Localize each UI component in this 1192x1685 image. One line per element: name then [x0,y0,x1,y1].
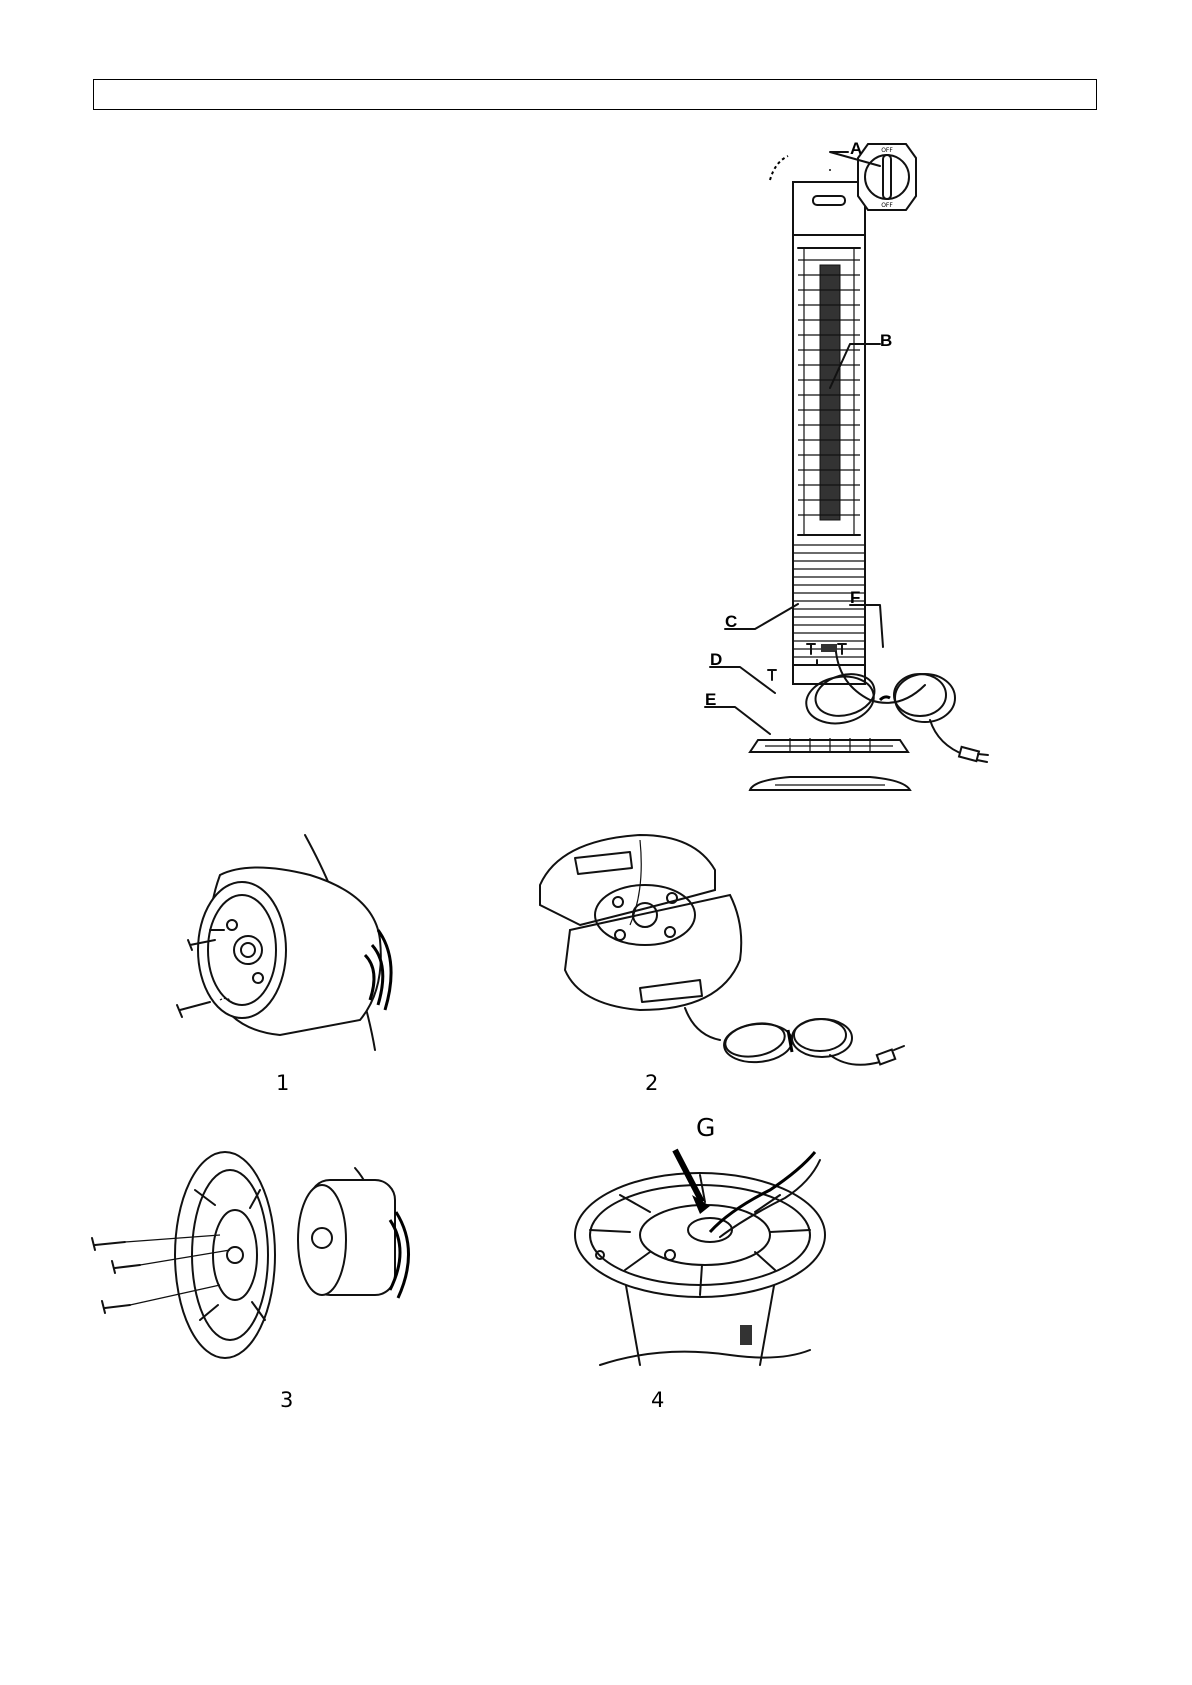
label-b: B [880,331,892,350]
step-1-number: 1 [276,1073,289,1094]
step-1-drawing [160,830,420,1060]
tower-heater-figure: OFF OFF [680,140,1020,805]
step-3-number: 3 [280,1390,293,1411]
label-a: A [850,140,862,158]
step-2-drawing [530,830,930,1080]
header-box [93,79,1097,110]
step-1-figure [160,830,420,1060]
callout-g: G [696,1115,715,1140]
step-4-number: 4 [651,1390,664,1411]
base-bottom-e [750,777,910,790]
leader-e [705,707,770,734]
label-c: C [725,612,737,631]
step-3-figure [90,1150,440,1370]
step-2-figure [530,830,930,1080]
step-4-drawing [570,1140,840,1380]
step-4-figure [570,1140,840,1380]
tower-heater-drawing: OFF OFF [680,140,1020,805]
label-f: F [850,588,860,607]
leader-d [710,667,775,693]
dial-top-text: OFF [881,147,893,154]
step-3-drawing [90,1150,440,1370]
label-e: E [705,690,716,709]
dial-pointer [883,155,891,199]
label-d: D [710,650,722,669]
dial-bottom-text: OFF [881,202,893,209]
step-2-number: 2 [645,1073,658,1094]
